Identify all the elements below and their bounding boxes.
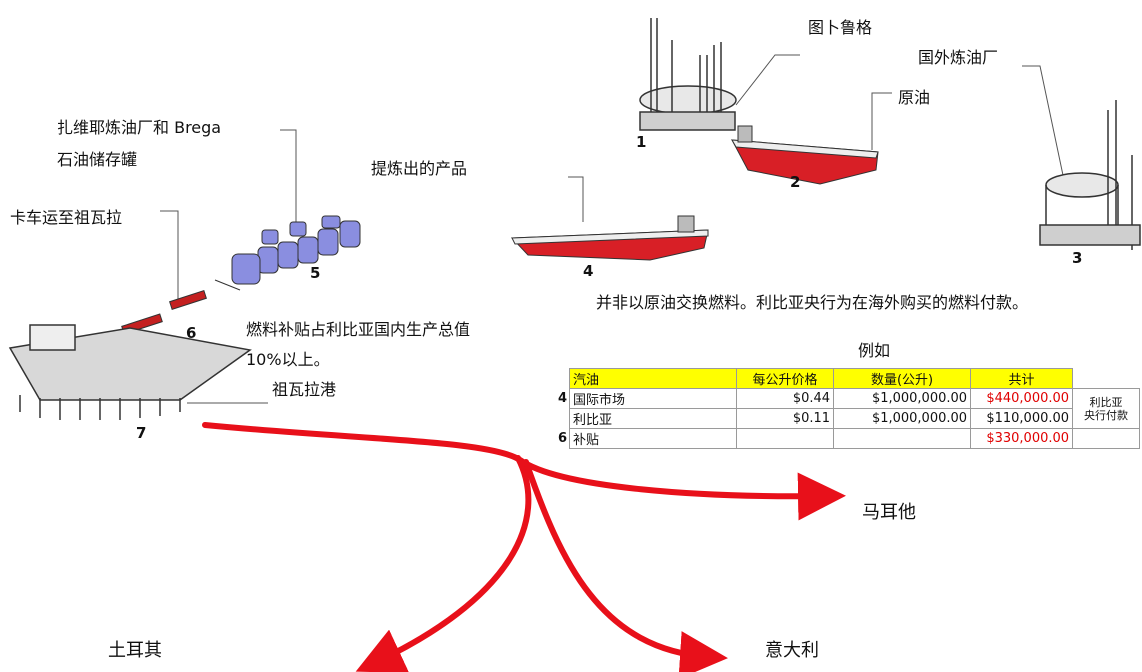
table-cell: $330,000.00 [970,428,1074,449]
example-table: 汽油 每公升价格 数量(公升) 共计 4 国际市场 $0.44 $1,000,0… [558,368,1141,449]
step-number-6: 6 [186,324,197,342]
table-cell [736,428,835,449]
table-cell: $1,000,000.00 [833,408,972,429]
table-cell: $0.44 [736,388,835,409]
arrow-to-italy [523,459,728,672]
label-subsidy-line1: 燃料补贴占利比亚国内生产总值 [246,320,471,339]
leader-lines [160,54,1065,404]
label-truck-to-zuwara: 卡车运至祖瓦拉 [10,208,123,227]
label-tobruk: 图卜鲁格 [808,18,873,37]
tobruk-facility [639,18,737,131]
table-row: 6 补贴 $330,000.00 [558,428,1141,449]
step-number-4: 4 [583,262,594,280]
step-number-1: 1 [636,133,647,151]
table-header: 每公升价格 [736,368,835,389]
leader-foreign-refinery [1022,65,1065,181]
label-subsidy-line2: 10%以上。 [246,350,330,369]
central-bank-payment-note: 利比亚央行付款 [1072,388,1141,429]
row-number [558,409,570,429]
step-number-7: 7 [136,424,147,442]
step-number-2: 2 [790,173,801,191]
tanker-crude [731,125,879,185]
storage-tanks [214,215,361,291]
label-turkey: 土耳其 [108,640,162,661]
leader-tobruk [735,54,800,106]
flow-arrows [202,422,846,672]
leader-refined-products [568,176,584,222]
table-cell: 补贴 [569,428,738,449]
label-malta: 马耳他 [862,502,916,523]
table-cell [833,428,972,449]
arrow-to-turkey [355,455,532,672]
zuwara-port-facility [8,324,252,420]
table-cell: $0.11 [736,408,835,429]
label-italy: 意大利 [765,640,819,661]
label-zawiya-line1: 扎维耶炼油厂和 Brega [57,118,222,137]
leader-crude [871,92,892,150]
table-cell: $110,000.00 [970,408,1074,429]
label-crude-oil: 原油 [898,88,931,107]
tanker-products [510,215,709,261]
leader-truck [160,210,179,302]
table-cell: $1,000,000.00 [833,388,972,409]
table-cell: 国际市场 [569,388,738,409]
step-number-3: 3 [1072,249,1083,267]
table-row: 利比亚 $0.11 $1,000,000.00 $110,000.00 [558,408,1140,429]
step-number-5: 5 [310,264,321,282]
table-cell: 利比亚 [569,408,738,429]
foreign-refinery-facility [1039,100,1141,250]
label-example: 例如 [858,341,891,360]
row-number: 4 [558,391,568,406]
label-refined-products: 提炼出的产品 [371,159,468,178]
table-header-row: 汽油 每公升价格 数量(公升) 共计 [558,368,1140,389]
table-header: 共计 [970,368,1074,389]
label-not-swap-note: 并非以原油交换燃料。利比亚央行为在海外购买的燃料付款。 [596,293,1029,312]
label-foreign-refinery: 国外炼油厂 [918,48,999,67]
label-zawiya-line2: 石油储存罐 [57,150,138,169]
leader-zawiya [280,129,297,232]
table-header: 汽油 [569,368,738,389]
row-number: 6 [558,431,568,446]
label-zuwara-port: 祖瓦拉港 [272,380,337,399]
table-header: 数量(公升) [833,368,972,389]
table-cell: $440,000.00 [970,388,1074,409]
table-row: 4 国际市场 $0.44 $1,000,000.00 $440,000.00 利… [558,388,1141,429]
